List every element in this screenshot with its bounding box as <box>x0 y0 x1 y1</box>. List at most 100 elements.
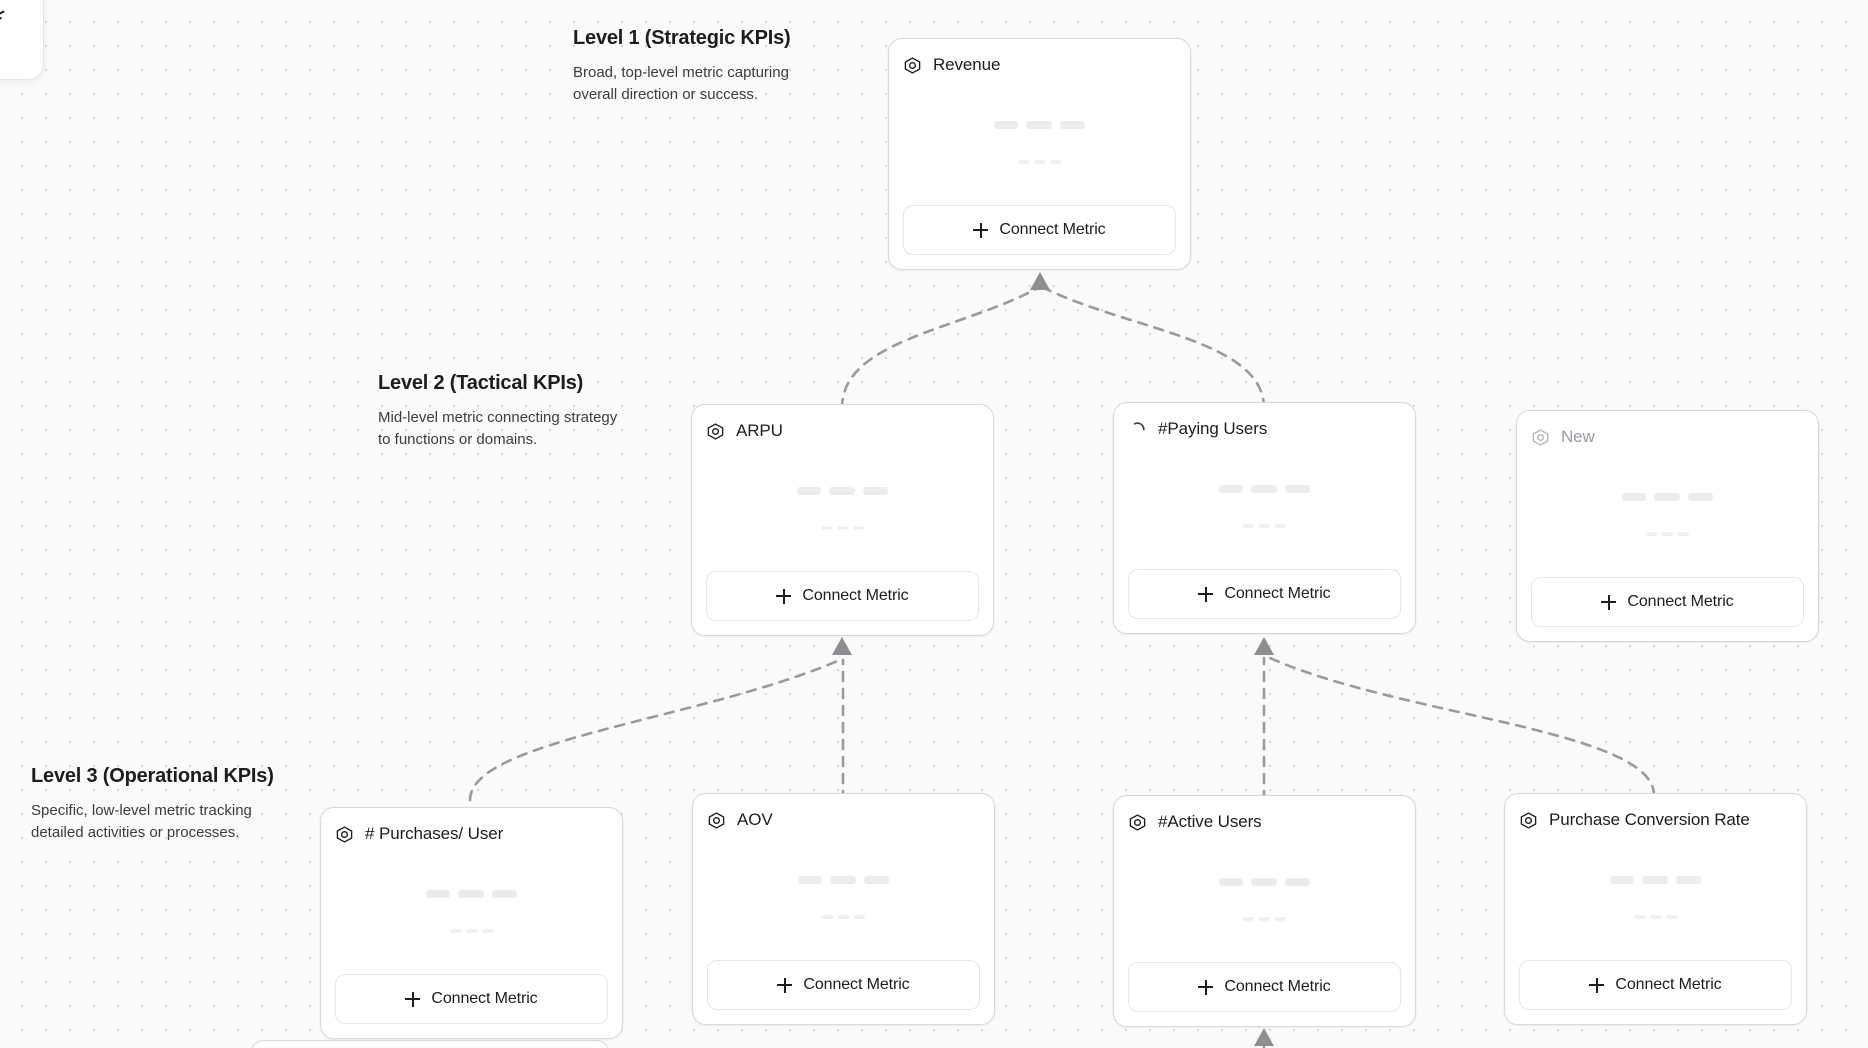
metric-card-arpu[interactable]: ARPU Connect Metric <box>691 404 994 636</box>
edge-purchases-to-arpu <box>468 658 842 802</box>
skeleton-row-primary <box>335 890 608 898</box>
card-title: New <box>1561 427 1595 446</box>
skeleton-row-secondary <box>903 160 1176 164</box>
arrowhead-arpu <box>832 637 852 655</box>
skeleton-bar <box>1026 121 1052 129</box>
connect-metric-button[interactable]: Connect Metric <box>1519 960 1792 1010</box>
edge-arpu-to-revenue <box>840 286 1040 410</box>
card-header: Purchase Conversion Rate <box>1519 810 1792 830</box>
metric-card-paying-users[interactable]: #Paying Users Connect Metric <box>1113 402 1416 634</box>
skeleton-bar <box>1243 917 1254 921</box>
skeleton-bar <box>1050 160 1061 164</box>
hexagon-icon <box>904 56 921 74</box>
plus-icon <box>1589 977 1605 993</box>
connect-metric-label: Connect Metric <box>1224 978 1331 995</box>
arrowhead-paying-users <box>1254 637 1274 655</box>
card-body <box>706 441 979 571</box>
metric-card-active-users[interactable]: #Active Users Connect Metric <box>1113 795 1416 1027</box>
metric-card-partial-below[interactable] <box>250 1040 610 1048</box>
cursor-icon-tail <box>0 14 3 20</box>
card-title: Purchase Conversion Rate <box>1549 810 1750 829</box>
skeleton-bar <box>1642 876 1668 884</box>
skeleton-bar <box>863 487 888 495</box>
skeleton-bar <box>1666 915 1677 919</box>
skeleton-bar <box>994 121 1018 129</box>
skeleton-bar <box>492 890 517 898</box>
metric-card-purchases-per-user[interactable]: # Purchases/ User Connect Metric <box>320 807 623 1039</box>
skeleton-bar <box>1285 878 1310 886</box>
connect-metric-label: Connect Metric <box>802 587 909 604</box>
skeleton-bar <box>830 876 856 884</box>
skeleton-bar <box>1622 493 1646 501</box>
card-body <box>1531 447 1804 577</box>
card-header: # Purchases/ User <box>335 824 608 844</box>
card-header: AOV <box>707 810 980 830</box>
skeleton-row-primary <box>903 121 1176 129</box>
skeleton-bar <box>854 915 865 919</box>
metric-card-aov[interactable]: AOV Connect Metric <box>692 793 995 1025</box>
hexagon-icon <box>708 811 725 829</box>
skeleton-bar <box>1259 524 1270 528</box>
level-2-description: Mid-level metric connecting strategy to … <box>378 409 618 448</box>
card-header: #Paying Users <box>1128 419 1401 439</box>
hexagon-icon <box>707 422 724 440</box>
skeleton-row-secondary <box>1128 524 1401 528</box>
metric-card-purchase-conversion-rate[interactable]: Purchase Conversion Rate Connect Metric <box>1504 793 1807 1025</box>
hexagon-icon <box>336 825 353 843</box>
card-body <box>1128 439 1401 569</box>
connect-metric-button[interactable]: Connect Metric <box>1128 962 1401 1012</box>
skeleton-bar <box>1219 485 1243 493</box>
skeleton-bar <box>458 890 484 898</box>
plus-icon <box>405 991 421 1007</box>
skeleton-bar <box>797 487 821 495</box>
connect-metric-button[interactable]: Connect Metric <box>1128 569 1401 619</box>
card-header: New <box>1531 427 1804 447</box>
card-title: #Active Users <box>1158 812 1262 831</box>
connect-metric-button[interactable]: Connect Metric <box>903 205 1176 255</box>
skeleton-bar <box>1275 917 1286 921</box>
skeleton-bar <box>1259 917 1270 921</box>
card-title: Revenue <box>933 55 1001 74</box>
side-panel-partial[interactable] <box>0 0 44 80</box>
skeleton-bar <box>450 929 461 933</box>
level-1-label: Level 1 (Strategic KPIs) Broad, top-leve… <box>573 27 823 106</box>
skeleton-row-primary <box>707 876 980 884</box>
connect-metric-button[interactable]: Connect Metric <box>707 960 980 1010</box>
skeleton-bar <box>1634 915 1645 919</box>
skeleton-bar <box>1610 876 1634 884</box>
skeleton-row-primary <box>706 487 979 495</box>
connect-metric-button[interactable]: Connect Metric <box>335 974 608 1024</box>
level-3-description: Specific, low-level metric tracking deta… <box>31 802 252 841</box>
skeleton-bar <box>1275 524 1286 528</box>
skeleton-bar <box>822 915 833 919</box>
level-2-title: Level 2 (Tactical KPIs) <box>378 372 584 394</box>
skeleton-bar <box>829 487 855 495</box>
card-body <box>1128 832 1401 962</box>
edge-paying-users-to-revenue <box>1042 286 1266 410</box>
hexagon-icon <box>1129 813 1146 831</box>
skeleton-bar <box>482 929 493 933</box>
connect-metric-button[interactable]: Connect Metric <box>1531 577 1804 627</box>
skeleton-bar <box>1243 524 1254 528</box>
level-2-label: Level 2 (Tactical KPIs) Mid-level metric… <box>378 372 628 451</box>
metric-card-new[interactable]: New Connect Metric <box>1516 410 1819 642</box>
connect-metric-label: Connect Metric <box>1615 976 1722 993</box>
card-title: # Purchases/ User <box>365 824 504 843</box>
connect-metric-label: Connect Metric <box>1224 585 1331 602</box>
connect-metric-button[interactable]: Connect Metric <box>706 571 979 621</box>
skeleton-row-primary <box>1531 493 1804 501</box>
arrowhead-revenue <box>1030 272 1050 290</box>
level-3-label: Level 3 (Operational KPIs) Specific, low… <box>31 765 281 844</box>
card-header: Revenue <box>903 55 1176 75</box>
level-1-description: Broad, top-level metric capturing overal… <box>573 64 789 103</box>
card-title: AOV <box>737 810 773 829</box>
card-body <box>903 75 1176 205</box>
plus-icon <box>1198 586 1214 602</box>
card-body <box>1519 830 1792 960</box>
level-3-title: Level 3 (Operational KPIs) <box>31 765 274 787</box>
card-header: ARPU <box>706 421 979 441</box>
skeleton-bar <box>1676 876 1701 884</box>
metric-card-revenue[interactable]: Revenue Connect Metric <box>888 38 1191 270</box>
skeleton-bar <box>853 526 864 530</box>
